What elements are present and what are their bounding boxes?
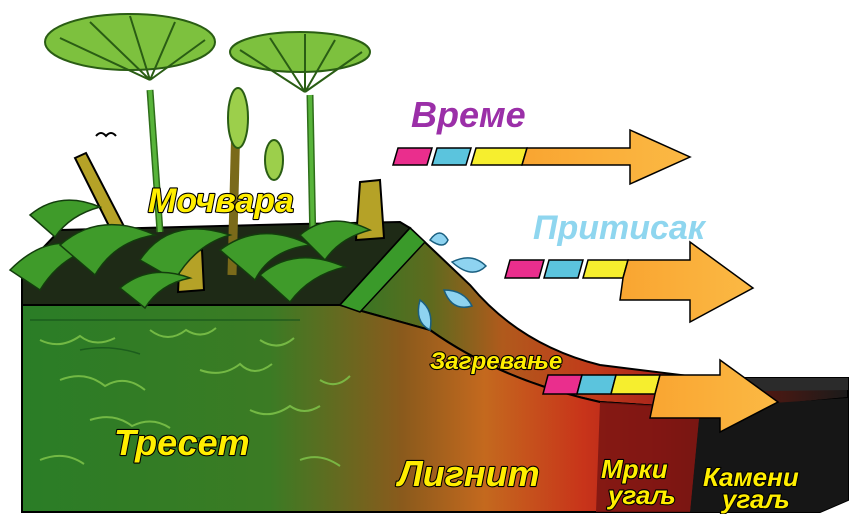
lignite-label: Лигнит [395, 453, 540, 494]
time-label: Време [411, 94, 526, 135]
peat-label: Тресет [114, 422, 250, 463]
hard-coal-label-line2: угаљ [720, 484, 790, 514]
brown-coal-label-line2: угаљ [606, 480, 676, 510]
pressure-label: Притисак [533, 209, 707, 247]
heating-label: Загревање [430, 348, 562, 375]
pressure-arrow [505, 242, 753, 322]
time-arrow [393, 130, 690, 184]
swamp-label: Мочвара [148, 182, 294, 220]
bird-icon [96, 133, 116, 136]
